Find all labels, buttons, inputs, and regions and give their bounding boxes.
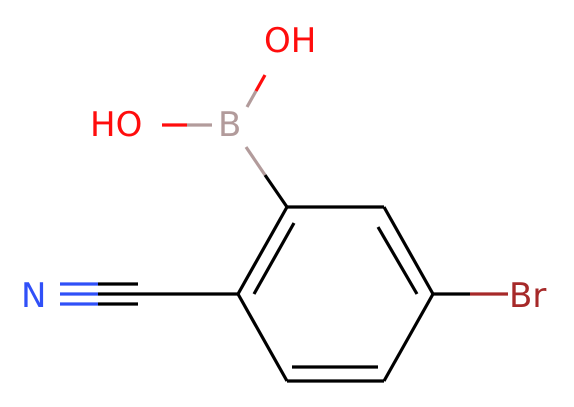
bond-ring-inner-left	[252, 222, 296, 295]
bond-ring-c6-c1	[236, 206, 289, 295]
atom-label-oh-top: OH	[264, 21, 317, 61]
bond-ring-c3-c4	[382, 293, 435, 382]
bond-b-oh-top-oxygen-half	[254, 74, 267, 92]
bond-c-b-carbon-half	[263, 174, 289, 208]
bond-c-b-boron-half	[244, 146, 267, 176]
bond-ring-c5-c6	[236, 293, 289, 382]
atom-label-oh-left: HO	[90, 105, 143, 145]
atom-label-boron: B	[218, 105, 242, 145]
atom-label-bromine: Br	[509, 276, 547, 316]
bond-ring-c2-c3	[382, 206, 435, 295]
bond-ring-inner-right	[376, 226, 419, 295]
atom-label-nitrogen: N	[21, 276, 47, 316]
bond-b-oh-top-boron-half	[245, 90, 258, 108]
